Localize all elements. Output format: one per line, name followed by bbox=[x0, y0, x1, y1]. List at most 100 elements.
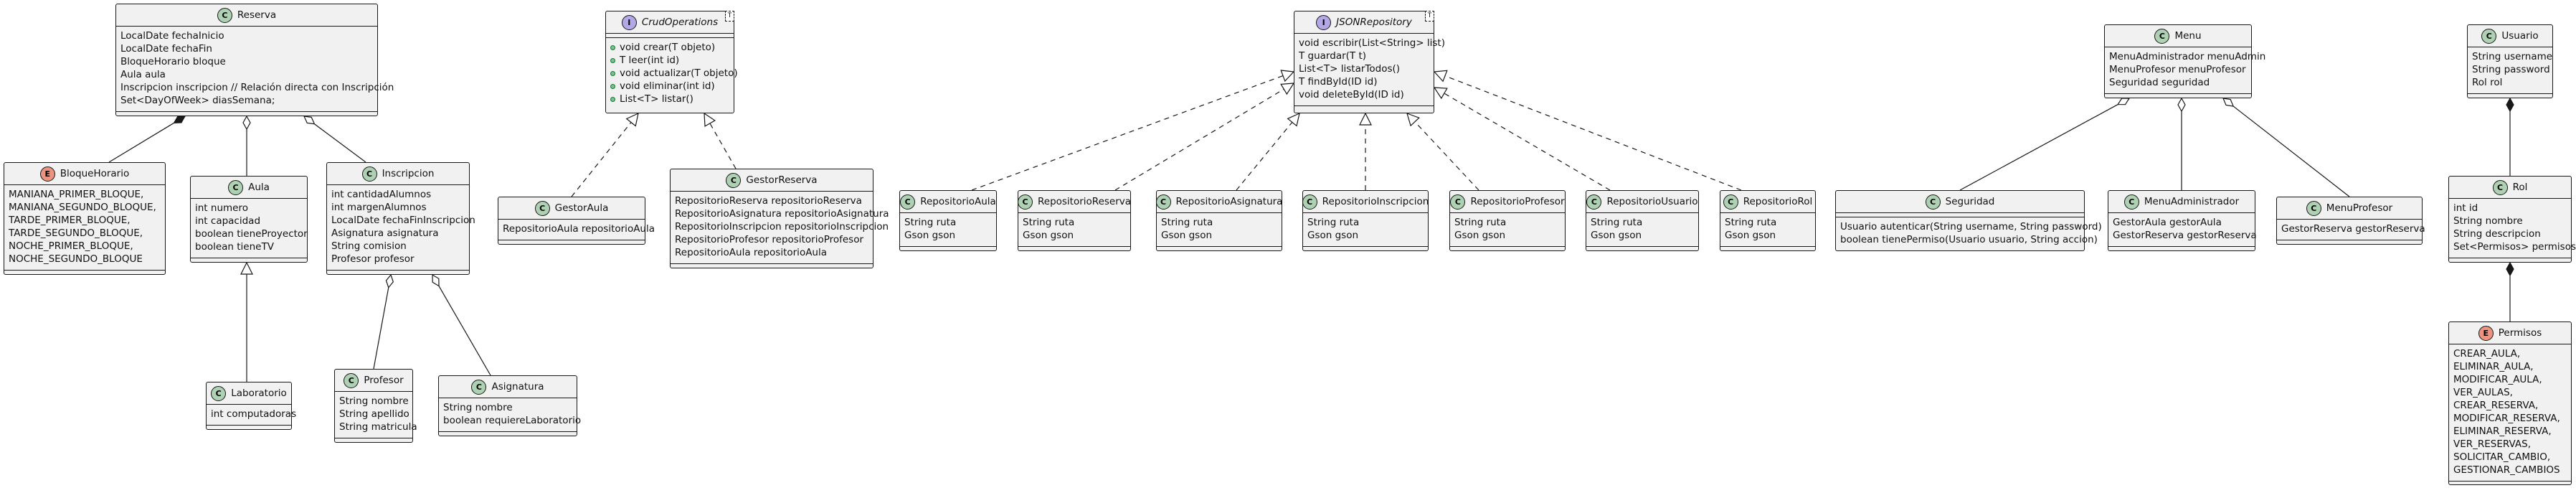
member-text: GestorAula gestorAula bbox=[2113, 217, 2222, 228]
class-name: Aula bbox=[248, 182, 270, 193]
member-text: String nombre bbox=[2453, 215, 2523, 227]
member-row: MenuProfesor menuProfesor bbox=[2109, 63, 2247, 76]
member-row: void escribir(List<String> list) bbox=[1299, 37, 1445, 50]
member-text: RepositorioAula repositorioAula bbox=[675, 247, 828, 258]
member-row: int computadoras bbox=[211, 408, 296, 421]
member-row: MODIFICAR_AULA, bbox=[2453, 373, 2567, 386]
class-badge-icon: C bbox=[471, 379, 487, 395]
member-text: int capacidad bbox=[195, 215, 261, 227]
member-row: Gson gson bbox=[1161, 229, 1277, 242]
member-text: LocalDate fechaFinInscripcion bbox=[331, 215, 475, 226]
hollow-triangle-arrowhead bbox=[704, 112, 716, 127]
member-row: boolean tienePermiso(Usuario usuario, St… bbox=[1840, 233, 2098, 246]
hollow-diamond-icon bbox=[2177, 97, 2186, 113]
member-text: boolean tienePermiso(Usuario usuario, St… bbox=[1840, 234, 2098, 245]
member-text: int id bbox=[2453, 202, 2478, 214]
member-row: boolean tieneTV bbox=[195, 240, 303, 253]
member-text: MANIANA_PRIMER_BLOQUE, bbox=[9, 189, 144, 200]
members-section bbox=[1303, 246, 1428, 250]
member-row: RepositorioAula repositorioAula bbox=[675, 246, 868, 259]
class-name: MenuProfesor bbox=[2326, 202, 2393, 214]
hollow-diamond-icon bbox=[303, 116, 316, 125]
member-row: GESTIONAR_CAMBIOS bbox=[2453, 464, 2567, 476]
method-row: T leer(int id) bbox=[610, 54, 729, 67]
class-name: Permisos bbox=[2498, 327, 2542, 339]
member-text: CREAR_AULA, bbox=[2453, 348, 2521, 360]
member-row: Inscripcion inscripcion // Relación dire… bbox=[120, 81, 394, 94]
class-badge-icon: C bbox=[361, 166, 377, 182]
class-name: Asignatura bbox=[491, 381, 544, 393]
member-row: String password bbox=[2472, 63, 2550, 76]
member-row: LocalDate fechaFinInscripcion bbox=[331, 214, 475, 227]
member-text: String nombre bbox=[443, 402, 513, 413]
member-text: Gson gson bbox=[1725, 230, 1776, 241]
member-text: Gson gson bbox=[1307, 230, 1359, 241]
member-row: RepositorioInscripcion repositorioInscri… bbox=[675, 220, 889, 233]
class-name: Seguridad bbox=[1945, 196, 1995, 207]
realization-line bbox=[571, 122, 632, 197]
member-text: GestorReserva gestorReserva bbox=[2113, 230, 2257, 241]
class-name: RepositorioReserva bbox=[1037, 196, 1132, 207]
member-row: Gson gson bbox=[1307, 229, 1424, 242]
member-row: String nombre bbox=[2453, 215, 2567, 227]
member-text: GESTIONAR_CAMBIOS bbox=[2453, 464, 2560, 476]
type-parameter: T bbox=[725, 11, 734, 22]
realization-line bbox=[1236, 121, 1293, 191]
member-text: Rol rol bbox=[2472, 77, 2503, 88]
method-row: void crear(T objeto) bbox=[610, 41, 729, 54]
class-badge-icon: C bbox=[2154, 28, 2170, 44]
member-row: SOLICITAR_CAMBIO, bbox=[2453, 451, 2567, 464]
member-text: int numero bbox=[195, 202, 248, 214]
filled-diamond-icon bbox=[2506, 97, 2514, 113]
member-text: MenuAdministrador menuAdmin bbox=[2109, 51, 2266, 62]
hollow-triangle-arrowhead bbox=[1359, 112, 1372, 126]
class-badge-icon: C bbox=[2481, 28, 2497, 44]
realization-line bbox=[1444, 75, 1742, 191]
member-text: void actualizar(T objeto) bbox=[620, 67, 738, 79]
members-section: CREAR_AULA,ELIMINAR_AULA,MODIFICAR_AULA,… bbox=[2449, 344, 2571, 481]
member-text: TARDE_PRIMER_BLOQUE, bbox=[9, 215, 131, 226]
member-row: ELIMINAR_RESERVA, bbox=[2453, 425, 2567, 438]
class-badge-icon: C bbox=[1723, 194, 1738, 210]
member-row: MODIFICAR_RESERVA, bbox=[2453, 412, 2567, 425]
member-row: GestorReserva gestorReserva bbox=[2281, 222, 2425, 235]
